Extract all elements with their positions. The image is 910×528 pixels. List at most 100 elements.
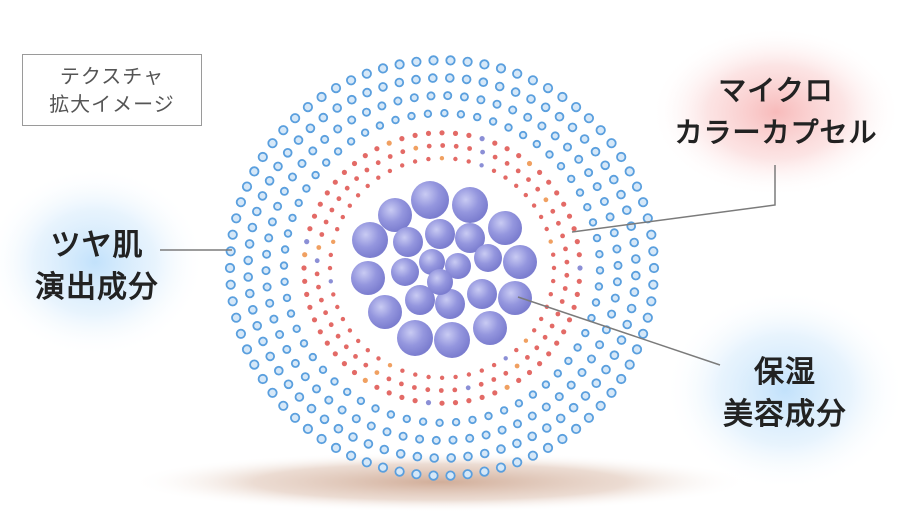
outer-dot — [418, 417, 428, 426]
outer-dot — [245, 288, 255, 299]
mid-dot — [426, 374, 431, 380]
outer-dot — [235, 197, 246, 208]
mid-dot — [413, 145, 419, 151]
outer-dot — [648, 262, 660, 274]
outer-dot — [280, 277, 289, 286]
outer-dot — [609, 228, 619, 238]
outer-dot — [554, 392, 564, 402]
outer-dot — [267, 138, 278, 149]
outer-dot — [377, 101, 387, 111]
outer-dot — [512, 457, 523, 468]
outer-dot — [302, 102, 313, 113]
mid-dot — [412, 132, 418, 138]
mid-dot — [514, 347, 519, 353]
outer-dot — [412, 451, 423, 462]
mid-dot — [514, 183, 519, 188]
outer-dot — [251, 206, 262, 217]
outer-dot — [526, 94, 536, 104]
mid-dot — [577, 265, 583, 271]
mid-dot — [503, 370, 509, 376]
mid-dot — [400, 163, 405, 168]
mid-dot — [412, 385, 417, 390]
mid-dot — [546, 179, 552, 185]
outer-dot — [541, 423, 552, 433]
mid-dot-rings — [301, 130, 583, 406]
outer-dot — [249, 166, 260, 177]
outer-dot — [595, 266, 605, 275]
outer-dot — [637, 197, 649, 208]
label-hoshitsu-line1: 保湿 — [754, 355, 816, 390]
mid-dot — [526, 177, 531, 183]
mid-dot — [480, 149, 485, 155]
outer-dot — [495, 63, 507, 74]
outer-dot — [445, 55, 456, 66]
outer-dot — [294, 198, 303, 208]
outer-dot — [235, 328, 246, 339]
mid-dot — [331, 292, 336, 297]
outer-dot — [554, 111, 565, 122]
outer-dot — [262, 282, 272, 292]
mid-dot — [453, 374, 458, 380]
outer-dot — [423, 109, 433, 118]
mid-dot — [560, 233, 565, 239]
outer-dot — [378, 82, 388, 92]
core-sphere — [434, 322, 470, 358]
outer-dot — [316, 433, 327, 445]
outer-dot — [311, 170, 320, 180]
outer-dot — [248, 304, 258, 315]
mid-dot — [328, 279, 333, 284]
mid-dot — [376, 175, 381, 180]
outer-dot — [646, 229, 657, 240]
outer-dot — [273, 161, 283, 172]
mid-dot — [453, 156, 458, 162]
outer-dot — [308, 352, 317, 362]
outer-dot — [451, 418, 461, 427]
outer-dot — [542, 442, 554, 453]
core-sphere — [405, 285, 435, 315]
outer-dot — [481, 430, 491, 440]
mid-dot — [439, 400, 445, 406]
mid-dot — [491, 168, 497, 173]
outer-dot — [241, 181, 253, 192]
outer-dot — [311, 384, 321, 394]
outer-dot — [391, 115, 400, 125]
core-spheres — [351, 181, 537, 358]
outer-dot — [624, 359, 635, 370]
label-micro-capsule: マイクロ カラーカプセル — [660, 70, 892, 154]
outer-dot — [479, 466, 490, 477]
core-sphere — [473, 311, 507, 345]
mid-dot — [439, 130, 445, 136]
core-sphere — [378, 198, 412, 232]
outer-dot — [605, 212, 615, 222]
mid-dot — [452, 130, 459, 136]
mid-dot — [351, 369, 358, 376]
mid-dot — [400, 368, 405, 373]
mid-dot — [344, 185, 350, 191]
outer-dot — [282, 148, 293, 158]
outer-dot — [609, 350, 620, 361]
outer-dot — [279, 261, 289, 270]
outer-dot — [557, 433, 568, 445]
mid-dot — [316, 284, 321, 290]
outer-dot — [527, 431, 537, 442]
mid-dot — [340, 214, 345, 220]
outer-dot — [279, 186, 289, 196]
outer-dot — [264, 176, 275, 186]
mid-dot — [412, 398, 418, 404]
outer-dot — [523, 112, 533, 122]
mid-dot — [328, 322, 334, 328]
mid-dot — [425, 130, 432, 136]
outer-dot — [624, 166, 635, 177]
core-sphere — [411, 181, 449, 219]
outer-dot — [347, 115, 357, 125]
mid-dot — [491, 377, 497, 382]
outer-dot — [612, 244, 622, 254]
mid-dot — [514, 363, 520, 369]
mid-dot — [412, 159, 418, 164]
mid-dot — [566, 317, 573, 323]
outer-dot — [407, 111, 416, 121]
outer-dot — [306, 403, 317, 414]
outer-dot — [333, 124, 343, 134]
outer-dot — [227, 229, 238, 240]
outer-dot — [348, 432, 358, 442]
